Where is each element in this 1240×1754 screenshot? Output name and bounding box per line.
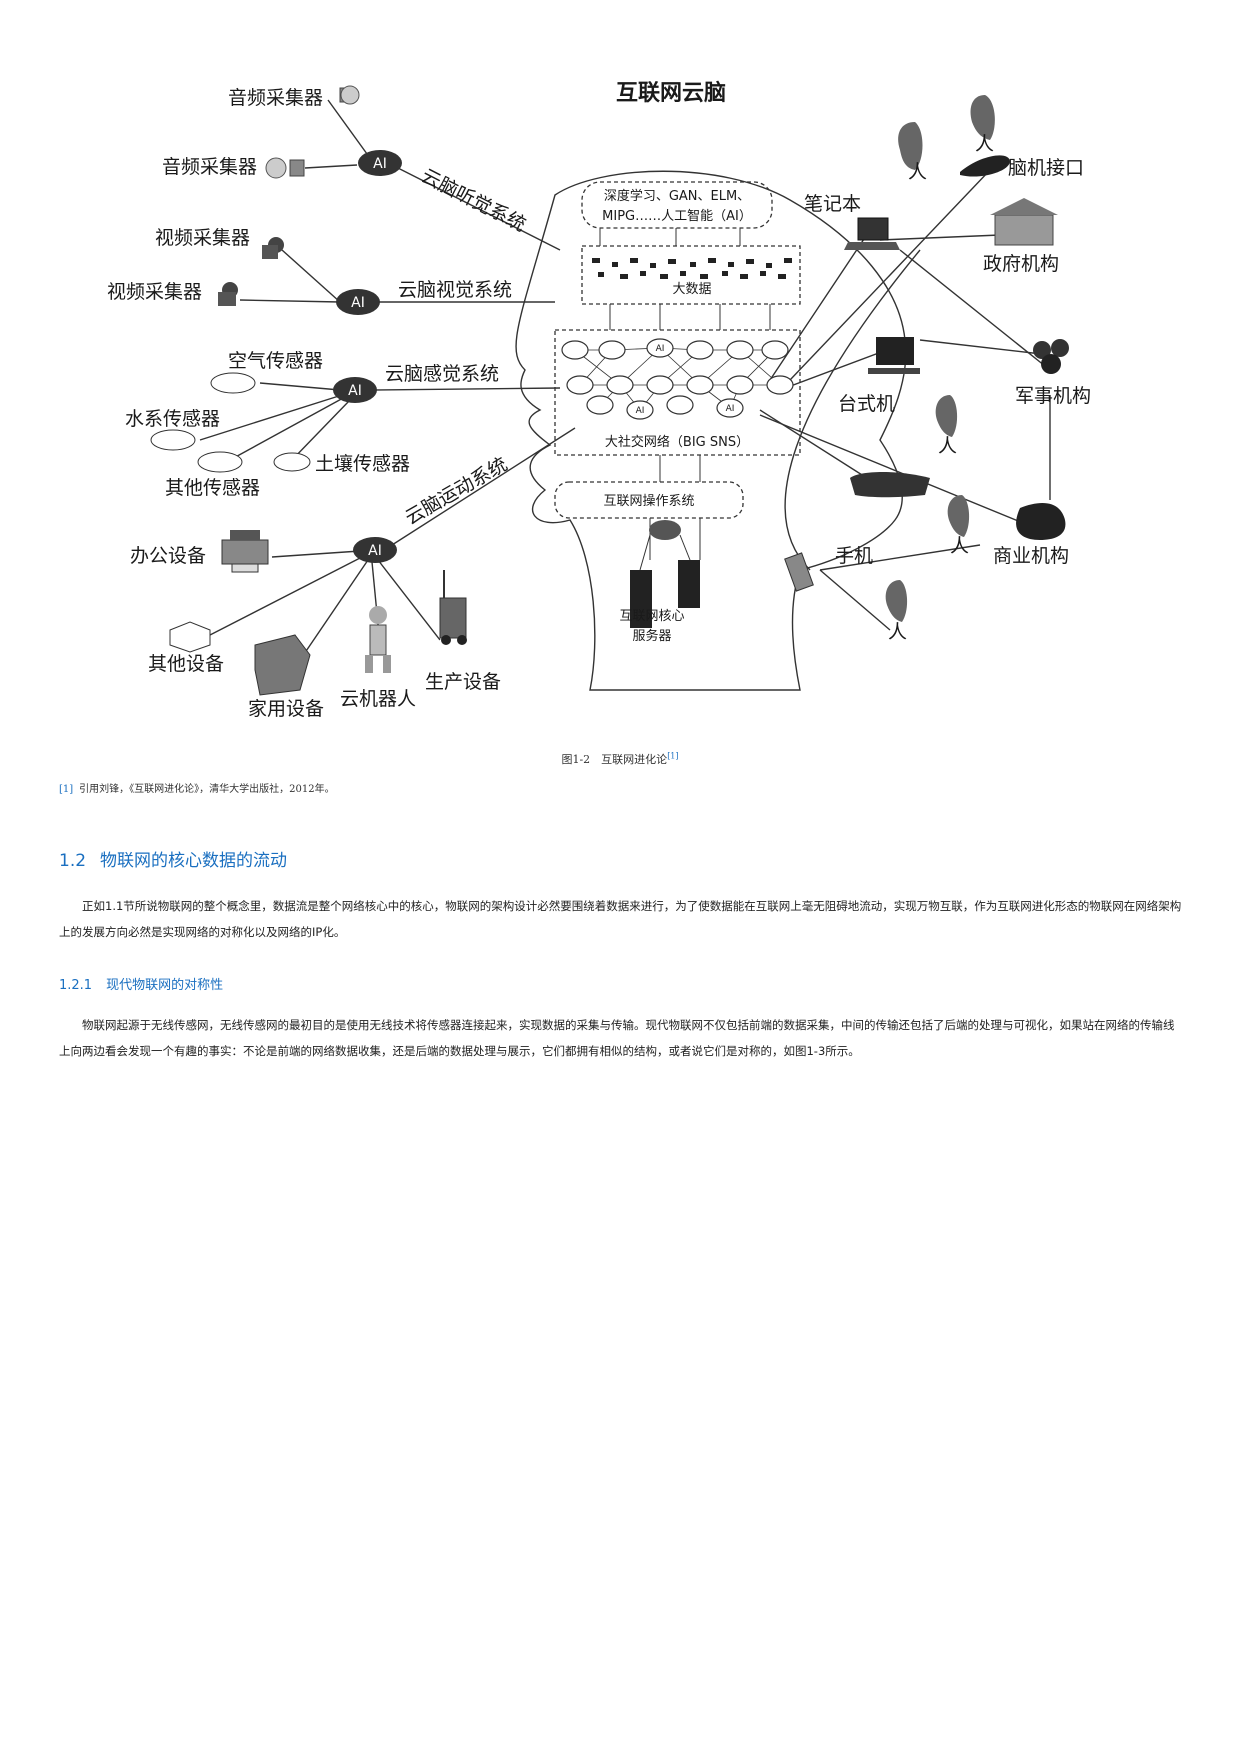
section-number: 1.2 — [59, 851, 87, 871]
label-laptop: 笔记本 — [804, 193, 861, 215]
svg-text:AI: AI — [636, 406, 645, 416]
subsection-paragraph: 物联网起源于无线传感网，无线传感网的最初目的是使用无线技术将传感器连接起来，实现… — [59, 1018, 1175, 1058]
footnote-ref-link[interactable]: [1] — [59, 784, 74, 795]
brain-core-server-1: 互联网核心 — [619, 609, 684, 624]
section-paragraph: 正如1.1节所说物联网的整个概念里，数据流是整个网络核心中的核心，物联网的架构设… — [59, 899, 1182, 939]
label-person: 人 — [888, 621, 907, 643]
label-person: 人 — [938, 435, 957, 457]
sensor-other: 其他传感器 — [165, 477, 260, 499]
figure-title: 互联网云脑 — [616, 80, 726, 106]
system-motion: 云脑运动系统 — [402, 453, 512, 529]
sensor-audio-2: 音频采集器 — [162, 156, 257, 178]
sensor-water: 水系传感器 — [125, 408, 220, 430]
brain-big-sns: 大社交网络（BIG SNS） — [605, 434, 749, 450]
ai-hub-icon — [333, 150, 402, 563]
brain-big-data: 大数据 — [672, 282, 711, 297]
svg-text:AI: AI — [348, 383, 362, 399]
device-home: 家用设备 — [248, 698, 324, 720]
svg-text:AI: AI — [351, 295, 365, 311]
label-phone: 手机 — [835, 545, 873, 567]
svg-text:AI: AI — [726, 404, 735, 414]
sensor-audio-1: 音频采集器 — [228, 87, 323, 109]
device-office: 办公设备 — [130, 545, 206, 567]
section-heading: 1.2 物联网的核心数据的流动 — [59, 846, 287, 871]
subsection-number: 1.2.1 — [59, 978, 93, 993]
system-sensation: 云脑感觉系统 — [385, 363, 499, 385]
footnote: [1] 引用刘锋，《互联网进化论》，清华大学出版社，2012年。 — [59, 780, 335, 795]
brain-ai-methods-2: MIPG……人工智能（AI） — [602, 209, 752, 224]
label-desktop: 台式机 — [838, 393, 895, 415]
brain-os: 互联网操作系统 — [603, 493, 694, 509]
svg-text:AI: AI — [656, 344, 665, 354]
section-title: 物联网的核心数据的流动 — [100, 851, 288, 871]
svg-text:AI: AI — [368, 543, 382, 559]
caption-ref-link[interactable]: [1] — [667, 751, 679, 761]
system-vision: 云脑视觉系统 — [398, 279, 512, 301]
label-business: 商业机构 — [993, 545, 1069, 567]
label-person: 人 — [975, 133, 994, 155]
footnote-text: 引用刘锋，《互联网进化论》，清华大学出版社，2012年。 — [79, 784, 335, 795]
device-production: 生产设备 — [425, 671, 501, 693]
figure-caption: 图1-2 互联网进化论[1] — [561, 751, 679, 766]
head-outline — [515, 170, 907, 691]
subsection-title: 现代物联网的对称性 — [106, 978, 224, 993]
sensor-air: 空气传感器 — [228, 350, 323, 372]
core-server-icon — [630, 520, 700, 628]
system-hearing: 云脑听觉系统 — [418, 165, 530, 236]
device-other: 其他设备 — [148, 653, 224, 675]
device-icons — [169, 530, 467, 696]
label-military: 军事机构 — [1015, 385, 1091, 407]
sensor-icons — [150, 85, 360, 473]
sensor-soil: 土壤传感器 — [315, 453, 410, 475]
device-robot: 云机器人 — [340, 688, 416, 710]
internet-cloud-brain-figure: AI AI AI AI AI AI AI — [107, 80, 1091, 720]
label-person: 人 — [908, 161, 927, 183]
svg-text:AI: AI — [373, 156, 387, 172]
right-entity-icons — [784, 95, 1069, 622]
label-government: 政府机构 — [983, 253, 1059, 275]
brain-ai-methods-1: 深度学习、GAN、ELM、 — [604, 188, 750, 204]
label-bci: 脑机接口 — [1008, 157, 1084, 179]
sensor-video-1: 视频采集器 — [155, 227, 250, 249]
subsection-heading: 1.2.1 现代物联网的对称性 — [59, 974, 223, 993]
label-person: 人 — [950, 535, 969, 557]
brain-core-server-2: 服务器 — [632, 628, 671, 644]
sensor-video-2: 视频采集器 — [107, 281, 202, 303]
